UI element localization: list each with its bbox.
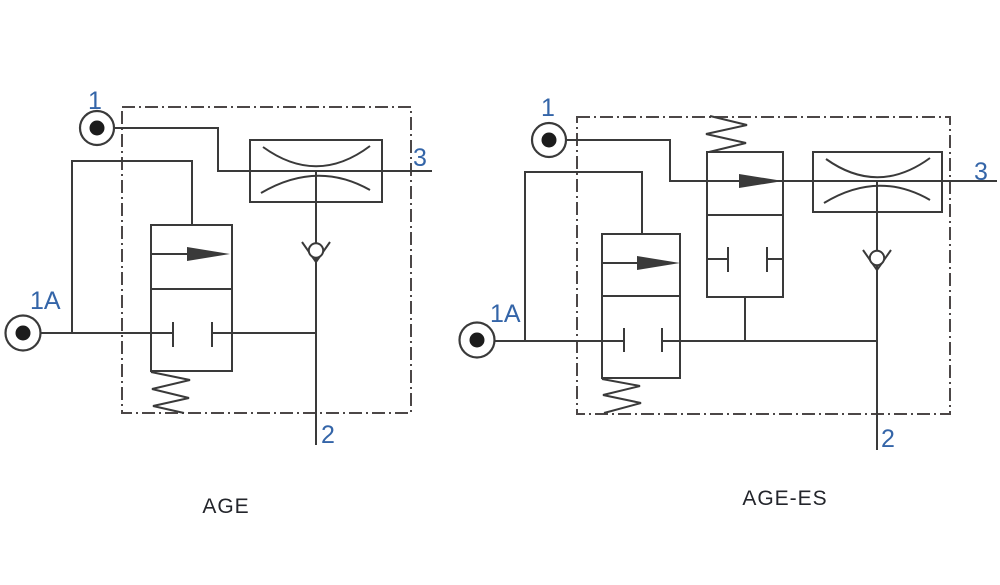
age-check-valve-ball — [307, 242, 325, 259]
age-port-1a-dot — [15, 325, 31, 341]
age-es-es-valve-arrowhead — [739, 174, 783, 188]
age-valve-arrowhead — [187, 247, 230, 261]
age-es-port-2-label: 2 — [881, 425, 895, 453]
age-es-port1-to-port3-line — [566, 139, 997, 182]
age-es-port-1-dot — [541, 132, 557, 148]
age-pilot-valve-body — [150, 224, 233, 372]
age-es-valve-spring — [601, 378, 642, 414]
age-es-port-1a-dot — [469, 332, 485, 348]
age-es-port-1-label: 1 — [541, 94, 555, 122]
age-pilot-valve-symbol — [151, 253, 232, 347]
age-es-pilot-line — [524, 171, 643, 341]
age-es-port-1a-symbol — [458, 321, 496, 359]
age-es-es-valve-symbol — [707, 214, 783, 341]
age-es-enclosure-dashed-border — [576, 116, 951, 415]
age-port-1a-symbol — [4, 314, 42, 352]
age-enclosure-dashed-border — [121, 106, 412, 414]
age-es-port-3-label: 3 — [974, 158, 988, 186]
age-es-port-1a-label: 1A — [490, 300, 521, 328]
age-es-pilot-valve-symbol — [602, 262, 680, 352]
age-port1-to-port3-line — [114, 127, 432, 172]
age-port-2-label: 2 — [321, 421, 335, 449]
age-port-3-label: 3 — [413, 144, 427, 172]
age-port-1-symbol — [78, 109, 116, 147]
age-es-caption: AGE-ES — [742, 487, 827, 510]
age-port-1-dot — [89, 120, 105, 136]
age-es-valve-arrowhead — [637, 256, 680, 270]
age-es-port-1-symbol — [530, 121, 568, 159]
age-es-diagram: 1 1A 3 2 AGE-ES — [458, 94, 997, 510]
age-diagram: 1 1A 3 2 AGE — [4, 87, 432, 518]
age-es-check-valve-seat — [862, 249, 892, 272]
age-es-linework — [494, 115, 997, 450]
age-check-valve-seat — [301, 241, 331, 264]
age-caption: AGE — [202, 495, 249, 518]
age-es-pilot-valve-body — [601, 233, 681, 379]
age-port-1a-label: 1A — [30, 287, 61, 315]
age-es-check-valve-ball — [868, 249, 886, 267]
age-es-venturi-upper-curve — [825, 157, 931, 179]
age-port-1-label: 1 — [88, 87, 102, 115]
age-valve-spring — [150, 371, 191, 414]
age-linework — [40, 127, 432, 445]
age-pilot-line — [71, 160, 193, 333]
age-es-es-valve-body — [706, 151, 784, 298]
age-es-es-valve-top-spring — [705, 115, 748, 153]
age-venturi-upper-curve — [262, 145, 371, 168]
